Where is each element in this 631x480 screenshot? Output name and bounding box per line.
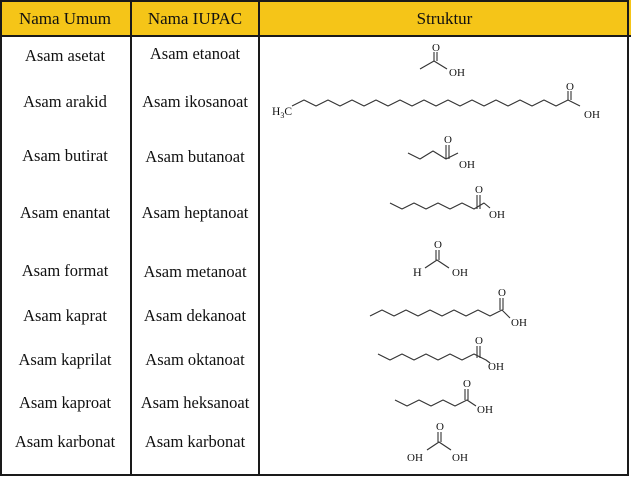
iupac-name-dekanoat: Asam dekanoat	[143, 306, 247, 325]
common-name-karbonat: Asam karbonat	[14, 432, 116, 451]
butanoic-oh-label: OH	[459, 159, 475, 171]
carbonic-o-label: O	[436, 421, 444, 433]
common-name-arakid: Asam arakid	[23, 92, 107, 111]
hexanoic-oh-label: OH	[477, 404, 493, 416]
iupac-name-butanoat: Asam butanoat	[145, 147, 245, 166]
decanoic-oh-label: OH	[511, 317, 527, 329]
hexanoic-o-label: O	[463, 378, 471, 390]
iupac-name-karbonat: Asam karbonat	[144, 432, 246, 451]
header-divider	[0, 35, 631, 37]
column-divider-1	[130, 0, 132, 476]
common-name-format: Asam format	[21, 261, 109, 280]
heptanoic-o-label: O	[475, 184, 483, 196]
structure-formic-acid	[424, 250, 450, 269]
structure-icosanoic-acid	[291, 91, 581, 107]
octanoic-oh-label: OH	[488, 361, 504, 373]
common-name-butirat: Asam butirat	[22, 146, 108, 165]
iupac-name-heptanoat: Asam heptanoat	[141, 203, 249, 222]
acetic-oh-label: OH	[449, 67, 465, 79]
structure-octanoic-acid	[377, 346, 491, 364]
structure-butanoic-acid	[407, 145, 459, 160]
common-name-asetat: Asam asetat	[24, 46, 106, 65]
common-name-enantat: Asam enantat	[19, 203, 111, 222]
header-iupac-name: Nama IUPAC	[147, 9, 243, 28]
iupac-name-etanoat: Asam etanoat	[149, 44, 241, 63]
iupac-name-oktanoat: Asam oktanoat	[145, 350, 245, 369]
iupac-name-metanoat: Asam metanoat	[143, 262, 247, 281]
icosanoic-o-label: O	[566, 81, 574, 93]
icosanoic-oh-label: OH	[584, 109, 600, 121]
carbonic-oh-right-label: OH	[452, 452, 468, 464]
structure-hexanoic-acid	[394, 389, 477, 407]
structure-column: O OH H3C O OH O OH O OH O H OH O OH O OH…	[272, 42, 600, 464]
structure-acetic-acid	[419, 52, 448, 70]
header-common-name: Nama Umum	[18, 9, 112, 28]
common-name-kaproat: Asam kaproat	[18, 393, 112, 412]
formic-h-label: H	[413, 265, 422, 279]
formic-oh-label: OH	[452, 267, 468, 279]
header-structure: Struktur	[416, 9, 473, 28]
heptanoic-oh-label: OH	[489, 209, 505, 221]
common-name-kaprilat: Asam kaprilat	[18, 350, 112, 369]
octanoic-o-label: O	[475, 335, 483, 347]
iupac-name-heksanoat: Asam heksanoat	[140, 393, 250, 412]
acetic-o-label: O	[432, 42, 440, 54]
decanoic-o-label: O	[498, 287, 506, 299]
icosanoic-methyl-label: H3C	[272, 106, 292, 120]
structure-carbonic-acid	[426, 432, 452, 451]
structure-decanoic-acid	[369, 298, 511, 319]
formic-o-label: O	[434, 239, 442, 251]
column-divider-2	[258, 0, 260, 476]
carbonic-oh-left-label: OH	[407, 452, 423, 464]
structure-heptanoic-acid	[389, 195, 491, 210]
butanoic-o-label: O	[444, 134, 452, 146]
common-name-kaprat: Asam kaprat	[23, 306, 107, 325]
table-header-bar	[0, 0, 631, 36]
iupac-name-ikosanoat: Asam ikosanoat	[142, 92, 248, 111]
